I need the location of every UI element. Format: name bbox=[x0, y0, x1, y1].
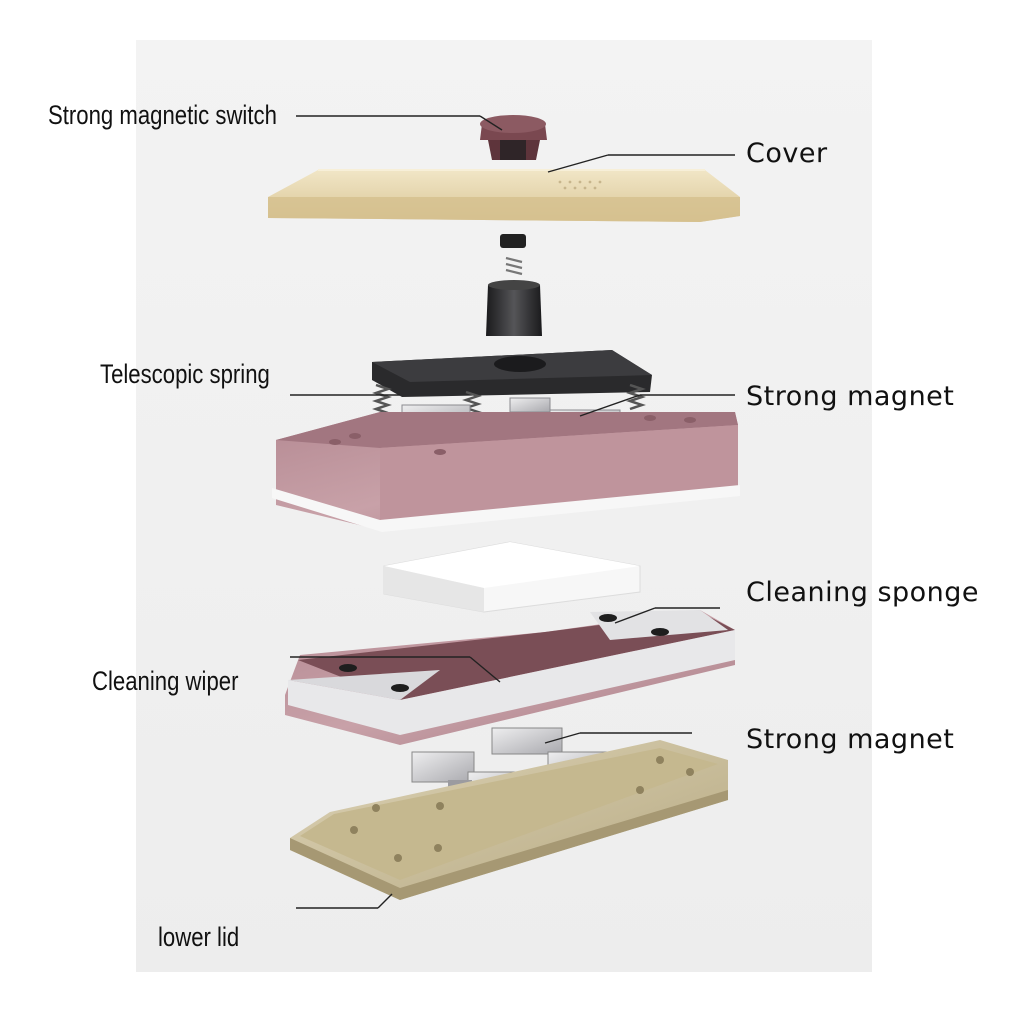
label-strong-magnet-lower: Strong magnet bbox=[746, 724, 955, 755]
leader-lines bbox=[290, 115, 735, 909]
label-strong-magnet-upper: Strong magnet bbox=[746, 381, 955, 412]
cover-part bbox=[268, 169, 740, 222]
cleaning-sponge bbox=[383, 541, 641, 613]
inner-knob-assembly bbox=[486, 234, 542, 336]
label-cover: Cover bbox=[746, 138, 828, 169]
label-cleaning-sponge: Cleaning sponge bbox=[746, 577, 980, 608]
magnetic-switch-knob bbox=[480, 115, 547, 160]
label-cleaning-wiper: Cleaning wiper bbox=[92, 666, 239, 696]
label-strong-magnetic-switch: Strong magnetic switch bbox=[48, 100, 277, 130]
label-lower-lid: lower lid bbox=[158, 922, 240, 952]
label-telescopic-spring: Telescopic spring bbox=[100, 359, 270, 389]
black-frame bbox=[372, 350, 652, 397]
rose-housing bbox=[272, 412, 740, 532]
lower-lid bbox=[290, 740, 728, 900]
cleaning-wiper bbox=[285, 610, 735, 745]
